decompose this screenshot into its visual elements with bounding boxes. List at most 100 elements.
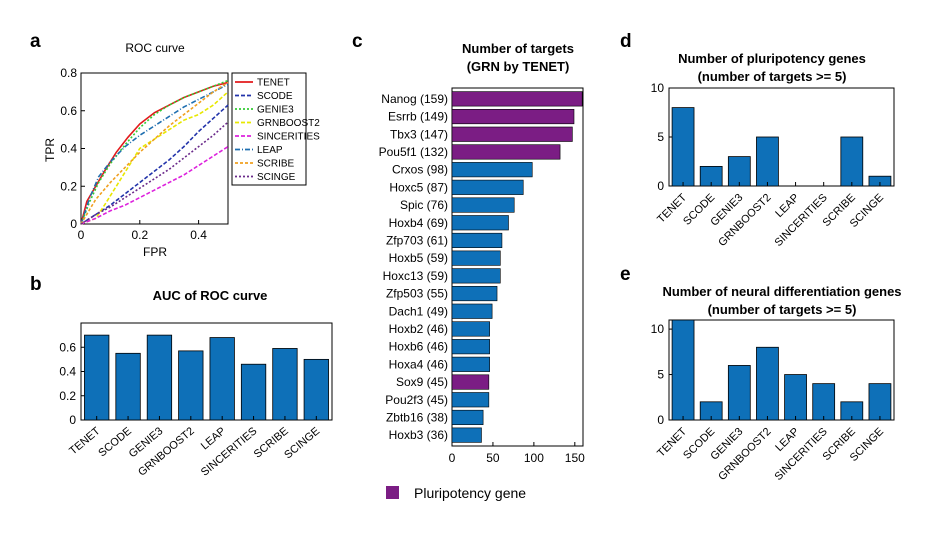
panel-letter-b: b <box>30 274 42 295</box>
neural-bar-grnboost2 <box>756 346 779 421</box>
targets-ytick-label: Hoxb3 (36) <box>389 428 448 442</box>
pluri-ytick-label: 10 <box>651 81 665 95</box>
targets-bar-zfp503 <box>451 285 498 302</box>
neural-ytick-label: 10 <box>651 322 665 336</box>
auc-ytick-label: 0 <box>69 413 76 427</box>
roc-plot-frame <box>80 72 229 225</box>
targets-ytick-label: Hoxb4 (69) <box>389 216 448 230</box>
roc-legend-label: SCODE <box>257 91 293 102</box>
pluri-bar-scribe <box>840 136 864 187</box>
targets-title: Number of targets <box>462 41 574 56</box>
pluri-bar-grnboost2 <box>756 136 779 187</box>
pluri-title: Number of pluripotency genes <box>678 51 866 66</box>
targets-ytick-label: Zfp703 (61) <box>386 233 448 247</box>
targets-ytick-label: Dach1 (49) <box>389 304 448 318</box>
neural-bar-scinge <box>868 383 892 421</box>
targets-ytick-label: Esrrb (149) <box>388 110 448 124</box>
auc-bar-scinge <box>303 358 329 421</box>
targets-bar-tbx3 <box>451 126 573 142</box>
legend-swatch-pluripotency <box>386 486 399 499</box>
roc-legend-label: GENIE3 <box>257 105 294 116</box>
roc-xtick-label: 0.4 <box>190 228 207 242</box>
auc-title: AUC of ROC curve <box>153 288 268 303</box>
auc-bar-genie3 <box>146 334 173 421</box>
roc-ytick-label: 0.8 <box>60 66 77 80</box>
roc-xlabel: FPR <box>143 245 167 259</box>
roc-ytick-label: 0.4 <box>60 142 77 156</box>
auc-xtick-label: SINCERITIES <box>199 425 260 479</box>
targets-ytick-label: Tbx3 (147) <box>390 127 448 141</box>
neural-bar-sincerities <box>812 383 836 421</box>
neural-subtitle: (number of targets >= 5) <box>708 302 857 317</box>
targets-bar-dach1 <box>451 303 493 319</box>
targets-xtick-label: 150 <box>565 451 585 465</box>
roc-legend-label: LEAP <box>257 145 283 156</box>
roc-legend-label: SCRIBE <box>257 159 295 170</box>
targets-ytick-label: Hoxc5 (87) <box>389 180 448 194</box>
pluri-ytick-label: 5 <box>657 130 664 144</box>
targets-bar-esrrb <box>451 108 575 125</box>
roc-series-sincerities <box>80 145 229 225</box>
targets-bar-hoxb4 <box>451 215 509 231</box>
auc-ytick-label: 0.6 <box>59 340 76 354</box>
targets-bar-sox9 <box>451 374 490 390</box>
targets-bar-hoxa4 <box>451 356 490 372</box>
targets-ytick-label: Hoxb2 (46) <box>389 322 448 336</box>
targets-ytick-label: Zfp503 (55) <box>386 287 448 301</box>
roc-series-tenet <box>80 81 229 225</box>
auc-bar-scode <box>115 352 141 421</box>
roc-ytick-label: 0 <box>70 217 77 231</box>
roc-series-genie3 <box>80 79 229 225</box>
auc-bar-scribe <box>272 348 298 421</box>
targets-bar-hoxc5 <box>451 179 524 195</box>
targets-ytick-label: Pou5f1 (132) <box>379 145 448 159</box>
auc-xtick-label: GRNBOOST2 <box>136 425 197 479</box>
targets-bar-zbtb16 <box>451 409 484 426</box>
targets-bar-crxos <box>451 162 533 178</box>
roc-title: ROC curve <box>125 41 185 55</box>
auc-bar-grnboost2 <box>178 350 204 421</box>
panel-letter-c: c <box>352 31 363 52</box>
targets-ytick-label: Hoxa4 (46) <box>389 357 448 371</box>
roc-series-scribe <box>80 81 229 225</box>
targets-ytick-label: Zbtb16 (38) <box>386 410 448 424</box>
roc-legend-box <box>231 72 307 186</box>
targets-ytick-label: Spic (76) <box>400 198 448 212</box>
targets-xtick-label: 0 <box>449 451 456 465</box>
roc-legend-label: SCINGE <box>257 172 296 183</box>
neural-bar-genie3 <box>727 365 751 421</box>
targets-chart: Nanog (159) Esrrb (149) Tbx3 (147) Pou5f1 (… <box>379 87 585 465</box>
roc-xtick-label: 0 <box>78 228 85 242</box>
targets-bar-zfp703 <box>451 232 503 249</box>
targets-bar-pou5f1 <box>451 144 561 160</box>
neural-title: Number of neural differentiation genes <box>662 284 901 299</box>
auc-ytick-label: 0.2 <box>59 389 76 403</box>
pluri-ytick-label: 0 <box>657 179 664 193</box>
targets-ytick-label: Sox9 (45) <box>396 375 448 389</box>
roc-series-scinge <box>80 121 229 225</box>
targets-bar-spic <box>451 197 515 213</box>
targets-bar-nanog <box>451 91 583 107</box>
targets-bar-pou2f3 <box>451 392 490 408</box>
targets-bar-hoxb6 <box>451 339 490 355</box>
auc-bar-tenet <box>84 334 110 421</box>
targets-ytick-label: Nanog (159) <box>381 92 448 106</box>
targets-xtick-label: 50 <box>486 451 500 465</box>
auc-ytick-label: 0.4 <box>59 365 76 379</box>
targets-ytick-label: Hoxc13 (59) <box>383 269 448 283</box>
auc-xtick-label: SCINGE <box>282 425 322 461</box>
neural-plot-frame <box>668 319 895 421</box>
roc-legend-label: TENET <box>257 78 290 89</box>
targets-subtitle: (GRN by TENET) <box>467 59 570 74</box>
roc-ytick-label: 0.2 <box>60 179 77 193</box>
roc-ytick-label: 0.6 <box>60 104 77 118</box>
targets-xtick-label: 100 <box>524 451 544 465</box>
legend-label-pluripotency: Pluripotency gene <box>414 485 526 501</box>
roc-series-grnboost2 <box>80 91 229 225</box>
targets-ytick-label: Crxos (98) <box>392 163 448 177</box>
roc-legend-label: GRNBOOST2 <box>257 118 320 129</box>
